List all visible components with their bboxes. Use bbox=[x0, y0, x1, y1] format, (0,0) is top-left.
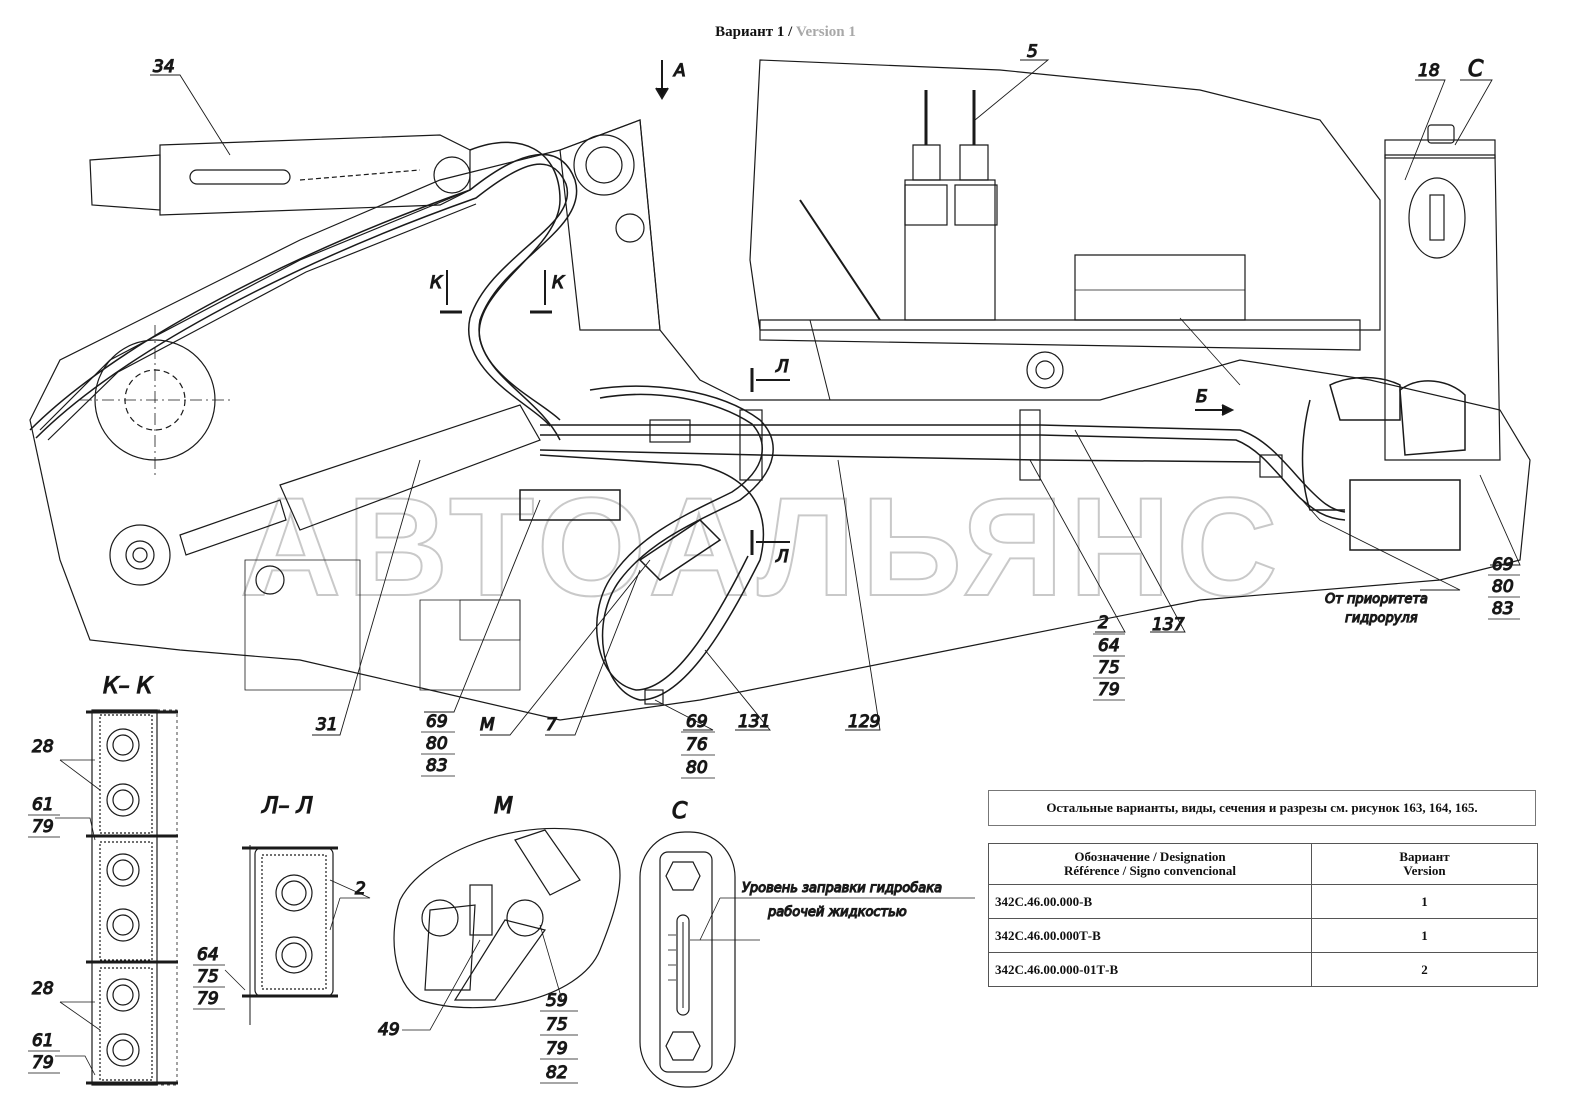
m-stack-item: 75 bbox=[546, 1015, 568, 1035]
header-designation: Обозначение / Designation Référence / Si… bbox=[988, 843, 1312, 885]
stack-2-item: 64 bbox=[1098, 636, 1120, 656]
header-variant: Вариант Version bbox=[1311, 843, 1538, 885]
ll-stack-item: 79 bbox=[197, 989, 219, 1009]
stack-69a-item: 83 bbox=[426, 756, 448, 776]
row-designation: 342С.46.00.000-В bbox=[988, 884, 1312, 919]
table-row: 342С.46.00.000-01Т-В 2 bbox=[988, 952, 1538, 987]
kk-callout-28b: 28 bbox=[32, 979, 54, 999]
marker-c: С bbox=[1468, 57, 1484, 82]
stack-2-item: 2 bbox=[1098, 613, 1109, 633]
m-stack-item: 59 bbox=[546, 991, 568, 1011]
marker-b: Б bbox=[1196, 387, 1208, 407]
callout-7: 7 bbox=[546, 715, 557, 735]
kk-callout-79b: 79 bbox=[32, 1053, 54, 1073]
machine-body bbox=[29, 119, 1531, 721]
header-variant-line2: Version bbox=[1403, 863, 1446, 878]
view-ll-title: Л– Л bbox=[261, 794, 313, 819]
header-designation-line1: Обозначение / Designation bbox=[1074, 849, 1226, 864]
priority-note-line2: гидроруля bbox=[1345, 611, 1418, 626]
hose-clamps bbox=[644, 409, 1283, 705]
level-note-line2: рабочей жидкостью bbox=[767, 905, 907, 920]
kk-callout-61b: 61 bbox=[32, 1031, 54, 1051]
view-m-title: М bbox=[494, 794, 513, 819]
row-variant: 1 bbox=[1311, 918, 1538, 953]
table-row: 342С.46.00.000Т-В 1 bbox=[988, 918, 1538, 953]
callout-m: М bbox=[480, 715, 495, 735]
table-header-row: Обозначение / Designation Référence / Si… bbox=[988, 843, 1538, 885]
stack-69b-item: 69 bbox=[686, 712, 708, 732]
marker-k-right: К bbox=[552, 273, 565, 293]
callout-stack-69a: 69 80 83 bbox=[421, 711, 455, 777]
table-row: 342С.46.00.000-В 1 bbox=[988, 884, 1538, 919]
header-designation-line2: Référence / Signo convencional bbox=[1064, 863, 1236, 878]
boom-cylinder bbox=[89, 134, 471, 216]
leader-lines bbox=[150, 59, 1521, 736]
callout-137: 137 bbox=[1152, 615, 1185, 635]
reference-note: Остальные варианты, виды, сечения и разр… bbox=[988, 790, 1536, 826]
stack-69a-item: 80 bbox=[426, 734, 448, 754]
row-designation: 342С.46.00.000Т-В bbox=[988, 918, 1312, 953]
ll-stack-item: 64 bbox=[197, 945, 219, 965]
title-variant: Вариант 1 / bbox=[715, 24, 793, 40]
view-m bbox=[393, 827, 621, 1031]
view-c bbox=[639, 831, 975, 1088]
view-kk-title: К– К bbox=[103, 674, 154, 699]
marker-l-bottom: Л bbox=[775, 547, 789, 567]
stack-69b-item: 80 bbox=[686, 758, 708, 778]
m-stack-item: 79 bbox=[546, 1039, 568, 1059]
callout-5: 5 bbox=[1027, 42, 1038, 62]
ll-stack-item: 75 bbox=[197, 967, 219, 987]
row-variant: 1 bbox=[1311, 884, 1538, 919]
callout-stack-69c: 69 80 83 bbox=[1488, 554, 1520, 620]
stack-2-item: 75 bbox=[1098, 658, 1120, 678]
stack-2-item: 79 bbox=[1098, 680, 1120, 700]
callout-131: 131 bbox=[738, 712, 770, 732]
priority-note-line1: От приоритета bbox=[1325, 592, 1428, 607]
m-stack-item: 82 bbox=[546, 1063, 568, 1083]
kk-callout-28: 28 bbox=[32, 737, 54, 757]
view-kk bbox=[55, 709, 178, 1086]
callout-34: 34 bbox=[153, 57, 175, 77]
header-variant-line1: Вариант bbox=[1399, 849, 1450, 864]
hydraulic-hoses bbox=[29, 141, 1466, 701]
row-designation: 342С.46.00.000-01Т-В bbox=[988, 952, 1312, 987]
marker-a: А bbox=[673, 61, 686, 81]
hydraulic-tank bbox=[1384, 124, 1501, 461]
stack-69c-item: 69 bbox=[1492, 555, 1514, 575]
stack-69a-item: 69 bbox=[426, 712, 448, 732]
lift-cylinder bbox=[109, 404, 541, 586]
m-callout-49: 49 bbox=[378, 1020, 400, 1040]
stack-69c-item: 80 bbox=[1492, 577, 1514, 597]
variant-table: Обозначение / Designation Référence / Si… bbox=[988, 843, 1538, 987]
callout-stack-2: 2 64 75 79 bbox=[1093, 612, 1125, 701]
ll-callout-2: 2 bbox=[355, 879, 366, 899]
title-version: Version 1 bbox=[796, 24, 856, 40]
kk-callout-61: 61 bbox=[32, 795, 54, 815]
drawing-title: Вариант 1 / Version 1 bbox=[0, 24, 1571, 41]
callout-18: 18 bbox=[1418, 61, 1440, 81]
watermark: АВТОАЛЬЯНС bbox=[240, 468, 1284, 625]
view-ll bbox=[224, 845, 371, 1025]
section-markers bbox=[440, 60, 1235, 555]
marker-l-top: Л bbox=[775, 357, 789, 377]
view-c-title: С bbox=[672, 799, 688, 824]
stack-69b-item: 76 bbox=[686, 735, 708, 755]
callout-31: 31 bbox=[316, 715, 338, 735]
marker-k-left: К bbox=[430, 273, 443, 293]
level-note-line1: Уровень заправки гидробака bbox=[742, 881, 942, 896]
cab bbox=[749, 59, 1381, 401]
row-variant: 2 bbox=[1311, 952, 1538, 987]
stack-69c-item: 83 bbox=[1492, 599, 1514, 619]
callout-129: 129 bbox=[848, 712, 880, 732]
kk-callout-79: 79 bbox=[32, 817, 54, 837]
callout-stack-69b: 69 76 80 bbox=[681, 711, 715, 779]
